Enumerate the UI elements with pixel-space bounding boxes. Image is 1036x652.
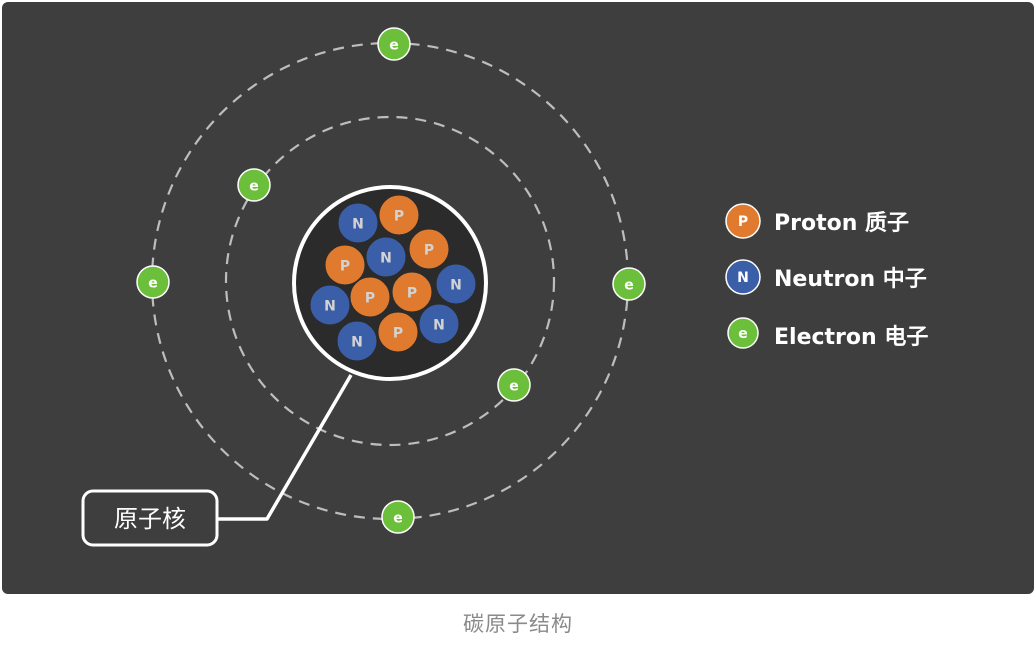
nucleon-proton-3: P (324, 244, 366, 286)
electron-3-label: e (148, 276, 158, 292)
callout-box (81, 489, 219, 547)
legend-electron-text: Electron 电子 (774, 325, 928, 350)
electron-2: e (237, 168, 271, 202)
nucleon-neutron-1-circle (337, 202, 379, 244)
nucleon-neutron-10: N (336, 320, 378, 362)
nucleon-proton-9-label: P (407, 286, 417, 302)
nucleon-proton-9-circle (391, 271, 433, 313)
electron-2-circle (237, 168, 271, 202)
nucleon-neutron-1: N (337, 202, 379, 244)
electron-5: e (497, 368, 531, 402)
neutron-swatch-label: N (737, 270, 749, 286)
nucleon-proton-5-label: P (424, 243, 434, 259)
neutron-swatch (725, 259, 761, 295)
figure-caption: 碳原子结构 (463, 612, 573, 636)
nucleon-proton-9: P (391, 271, 433, 313)
electron-5-label: e (509, 379, 519, 395)
nucleon-proton-2-circle (378, 194, 420, 236)
legend-item-proton: P Proton 质子 (725, 203, 909, 239)
electron-5-circle (497, 368, 531, 402)
nucleon-neutron-4-label: N (380, 251, 392, 267)
nucleon-proton-11-label: P (393, 326, 403, 342)
electron-2-label: e (249, 179, 259, 195)
nucleon-neutron-4-circle (365, 236, 407, 278)
proton-swatch-label: P (738, 214, 748, 230)
nucleon-proton-3-circle (324, 244, 366, 286)
nucleon-neutron-10-label: N (351, 335, 363, 351)
nucleon-neutron-12: N (418, 303, 460, 345)
electron-4-circle (612, 267, 646, 301)
electron-6: e (381, 500, 415, 534)
electron-swatch-label: e (738, 326, 748, 342)
nucleon-proton-5: P (408, 228, 450, 270)
electron-swatch (727, 317, 759, 349)
callout-label: 原子核 (114, 505, 186, 533)
electron-4: e (612, 267, 646, 301)
callout-line (217, 374, 353, 521)
electron-3: e (136, 265, 170, 299)
nucleon-neutron-6: N (435, 263, 477, 305)
electron-6-circle (381, 500, 415, 534)
nucleon-proton-5-circle (408, 228, 450, 270)
legend-neutron-text: Neutron 中子 (774, 267, 927, 292)
nucleon-proton-8: P (349, 276, 391, 318)
nucleon-neutron-6-circle (435, 263, 477, 305)
legend-item-electron: e Electron 电子 (727, 317, 928, 350)
electron-4-label: e (624, 278, 634, 294)
nucleon-proton-2: P (378, 194, 420, 236)
electron-3-circle (136, 265, 170, 299)
nucleon-proton-8-circle (349, 276, 391, 318)
legend-proton-text: Proton 质子 (774, 211, 909, 236)
nucleon-neutron-4: N (365, 236, 407, 278)
nucleon-proton-11: P (377, 311, 419, 353)
nucleon-neutron-10-circle (336, 320, 378, 362)
legend: P Proton 质子 N Neutron 中子 e Electron 电子 (725, 203, 928, 350)
nucleon-neutron-7: N (309, 284, 351, 326)
nucleon-neutron-7-circle (309, 284, 351, 326)
electron-1-label: e (389, 38, 399, 54)
electron-1: e (377, 27, 411, 61)
nucleon-proton-11-circle (377, 311, 419, 353)
electron-6-label: e (393, 511, 403, 527)
inner-orbit (224, 115, 556, 447)
nucleon-proton-2-label: P (394, 209, 404, 225)
nucleon-neutron-6-label: N (450, 278, 462, 294)
nucleon-neutron-7-label: N (324, 299, 336, 315)
electron-1-circle (377, 27, 411, 61)
electrons: e e e e e e (136, 27, 646, 534)
legend-item-neutron: N Neutron 中子 (725, 259, 927, 295)
nucleon-neutron-12-label: N (433, 318, 445, 334)
proton-swatch (725, 203, 761, 239)
nucleon-neutron-12-circle (418, 303, 460, 345)
nucleon-neutron-1-label: N (352, 217, 364, 233)
nucleon-proton-3-label: P (340, 259, 350, 275)
nucleon-proton-8-label: P (365, 291, 375, 307)
